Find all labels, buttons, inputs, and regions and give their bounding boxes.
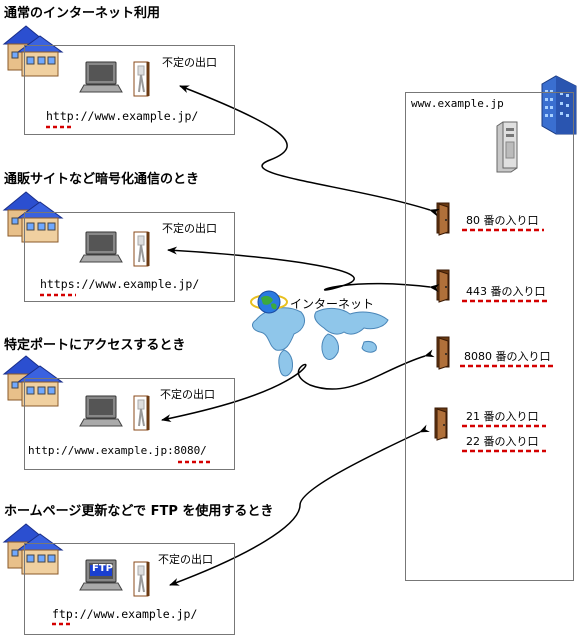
client-box: [24, 378, 235, 470]
port-label: 21 番の入り口: [466, 410, 539, 423]
client-box: [24, 212, 235, 302]
ftp-screen-label: FTP: [92, 563, 113, 574]
scheme-underline: [52, 622, 72, 626]
scenario-heading: 通常のインターネット利用: [4, 6, 161, 21]
scheme-underline: [46, 125, 74, 129]
port-label: 8080 番の入り口: [464, 350, 551, 363]
scheme-underline: [40, 293, 76, 297]
server-tower-icon: [496, 121, 518, 173]
globe-icon: [250, 290, 288, 314]
exit-label: 不定の出口: [162, 222, 217, 235]
connection-line-2: [167, 246, 440, 293]
connection-line-3: [161, 349, 435, 423]
ftp-laptop-icon: [79, 559, 123, 591]
server-title: www.example.jp: [411, 97, 504, 110]
exit-label: 不定の出口: [162, 56, 217, 69]
internet-label: インターネット: [290, 297, 375, 311]
url-text: http://www.example.jp/: [46, 109, 199, 123]
scenario-heading: 特定ポートにアクセスするとき: [4, 338, 186, 353]
building-icon: [541, 75, 577, 135]
exit-label: 不定の出口: [160, 388, 215, 401]
port-label: 22 番の入り口: [466, 435, 539, 448]
client-box: [24, 45, 235, 135]
port-underline: [462, 299, 550, 303]
url-text: https://www.example.jp/: [40, 277, 200, 291]
port-label: 443 番の入り口: [466, 285, 546, 298]
world-map-icon: [252, 307, 389, 377]
port-underline: [462, 228, 544, 232]
port-underline: [178, 460, 210, 464]
port-underline: [462, 424, 546, 428]
server-box: [405, 92, 574, 581]
url-text: ftp://www.example.jp/: [52, 607, 198, 621]
port-underline: [460, 364, 554, 368]
port-label: 80 番の入り口: [466, 214, 539, 227]
scenario-heading: ホームページ更新などで FTP を使用するとき: [4, 504, 274, 519]
url-text: http://www.example.jp:8080/: [28, 444, 207, 457]
port-underline: [462, 449, 546, 453]
exit-label: 不定の出口: [158, 553, 213, 566]
connection-line-1: [179, 85, 440, 217]
scenario-heading: 通販サイトなど暗号化通信のとき: [4, 172, 200, 187]
